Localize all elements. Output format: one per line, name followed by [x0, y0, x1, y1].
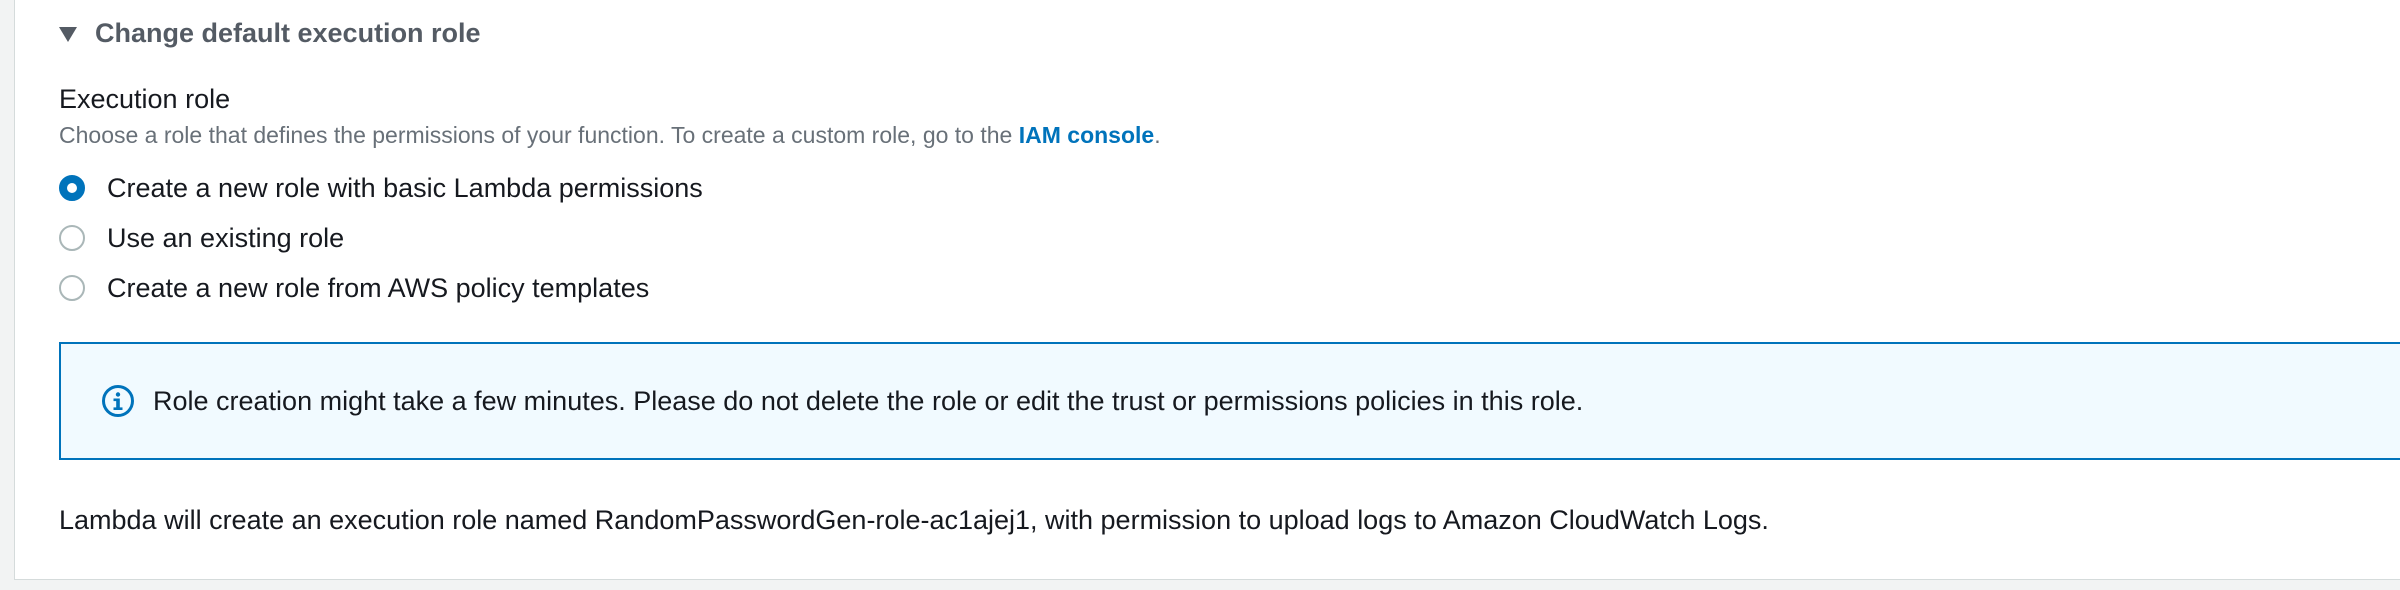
caret-down-icon [59, 26, 77, 42]
radio-button[interactable] [59, 225, 85, 251]
section-toggle[interactable]: Change default execution role [59, 14, 481, 52]
radio-option-policy-templates[interactable]: Create a new role from AWS policy templa… [59, 263, 703, 313]
execution-role-radio-group: Create a new role with basic Lambda perm… [59, 163, 703, 313]
execution-role-description: Choose a role that defines the permissio… [59, 122, 1161, 149]
radio-button-selected[interactable] [59, 175, 85, 201]
description-suffix: . [1154, 122, 1161, 148]
section-title: Change default execution role [95, 17, 481, 48]
execution-role-label: Execution role [59, 84, 231, 114]
radio-button[interactable] [59, 275, 85, 301]
radio-label[interactable]: Create a new role with basic Lambda perm… [107, 172, 703, 203]
info-icon [102, 385, 134, 417]
description-text: Choose a role that defines the permissio… [59, 122, 1019, 148]
iam-console-link[interactable]: IAM console [1018, 122, 1155, 148]
info-alert: Role creation might take a few minutes. … [59, 342, 2400, 460]
alert-text: Role creation might take a few minutes. … [153, 385, 1584, 416]
radio-label[interactable]: Create a new role from AWS policy templa… [107, 272, 650, 303]
radio-option-existing-role[interactable]: Use an existing role [59, 213, 703, 263]
role-creation-note: Lambda will create an execution role nam… [59, 505, 1769, 535]
execution-role-panel: Change default execution role Execution … [14, 0, 2400, 580]
radio-label[interactable]: Use an existing role [107, 222, 345, 253]
radio-option-basic-lambda[interactable]: Create a new role with basic Lambda perm… [59, 163, 703, 213]
